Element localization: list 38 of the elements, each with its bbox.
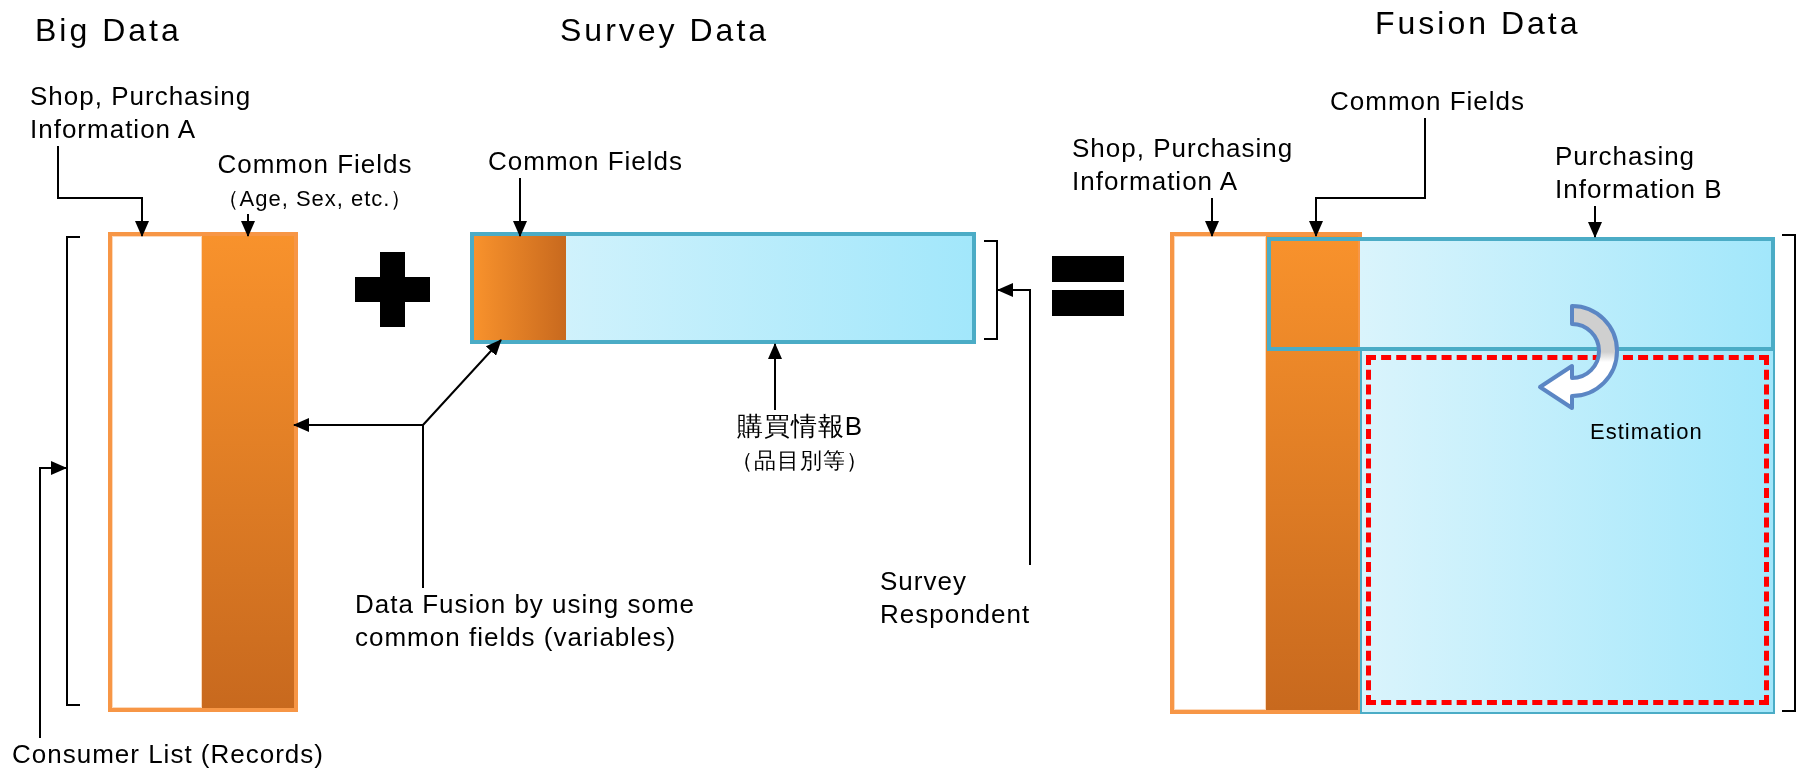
table-column bbox=[1174, 236, 1266, 710]
table-column bbox=[112, 236, 202, 708]
callout-text: Consumer List (Records) bbox=[12, 738, 324, 771]
callout-text: Common Fields bbox=[488, 145, 684, 178]
arrow bbox=[422, 339, 502, 589]
bracket bbox=[984, 240, 998, 340]
heading: Survey Data bbox=[560, 12, 770, 49]
field-block bbox=[474, 236, 566, 340]
table-column bbox=[202, 236, 294, 708]
arrow bbox=[241, 213, 255, 237]
bracket bbox=[66, 236, 80, 706]
callout-text: Common Fields bbox=[217, 148, 413, 181]
arrow bbox=[513, 177, 527, 237]
callout-text: Shop, Purchasing Information A bbox=[30, 80, 253, 146]
arrow bbox=[39, 461, 67, 739]
callout-text: Data Fusion by using some common fields (variables) bbox=[355, 588, 697, 654]
callout-text: Common Fields bbox=[1330, 85, 1526, 118]
data-table bbox=[1170, 232, 1362, 714]
bracket bbox=[1782, 234, 1796, 712]
callout-text: Shop, Purchasing Information A bbox=[1072, 132, 1295, 198]
data-bar bbox=[470, 232, 976, 344]
data-table bbox=[108, 232, 298, 712]
arrow bbox=[1309, 117, 1426, 237]
arrow bbox=[1205, 197, 1219, 237]
data-bar bbox=[1267, 237, 1775, 351]
arrow bbox=[57, 145, 149, 237]
arrow bbox=[1588, 205, 1602, 238]
heading: Big Data bbox=[35, 12, 182, 49]
arrow bbox=[768, 343, 782, 411]
callout-note: （Age, Sex, etc.） bbox=[216, 185, 414, 213]
callout-text: Purchasing Information B bbox=[1555, 140, 1724, 206]
arrow bbox=[997, 283, 1031, 566]
table-column bbox=[1266, 236, 1358, 710]
callout-note: （品目別等） bbox=[731, 447, 869, 475]
heading: Fusion Data bbox=[1375, 5, 1581, 42]
callout-text: 購買情報B bbox=[736, 410, 864, 443]
callout-text: Survey Respondent bbox=[880, 565, 1032, 631]
edge-label: Estimation bbox=[1590, 418, 1703, 446]
